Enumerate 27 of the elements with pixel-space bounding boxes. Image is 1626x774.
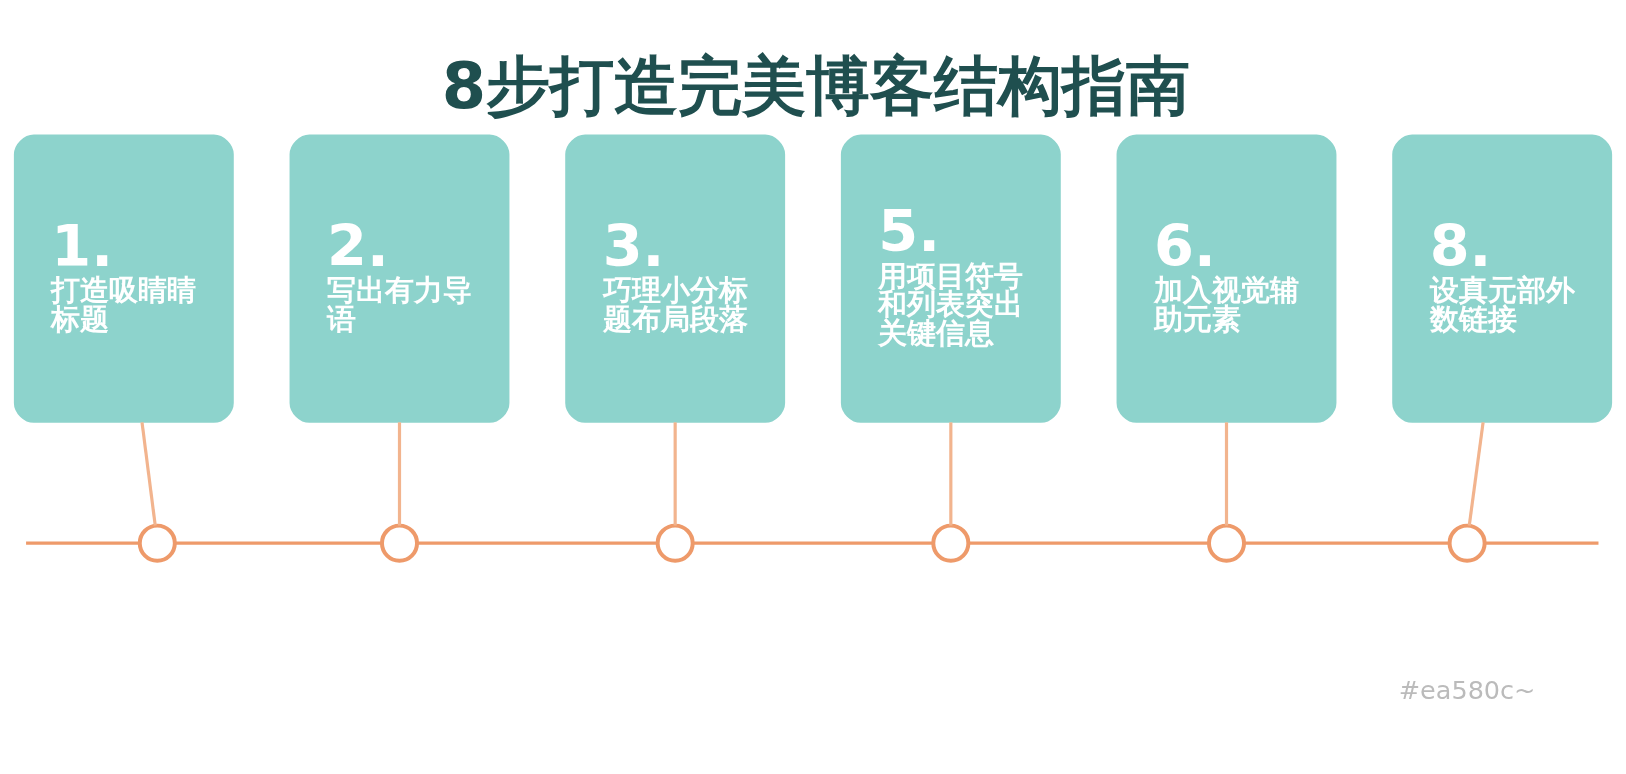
connector: [140, 422, 157, 526]
connector: [692, 541, 934, 545]
connector: [673, 422, 677, 526]
node-circle: [931, 523, 971, 563]
node-circle: [1207, 523, 1246, 563]
diagram-title: 8步打造完美博客结构指南: [441, 49, 1191, 124]
connector: [26, 541, 140, 545]
node-circle: [1447, 523, 1487, 563]
connector: [397, 422, 402, 526]
node-box: 6. 加入视觉辅助元素: [1116, 134, 1337, 423]
node-circle: [137, 523, 177, 563]
node-box: 3. 巧理小分标题布局段落: [565, 134, 786, 423]
node-circle: [380, 523, 419, 563]
connector: [968, 541, 1209, 545]
node-box: 2. 写出有力导语: [289, 134, 510, 423]
node-box: 8. 设真元部外数链接: [1392, 134, 1613, 423]
node-box: 1. 打造吸睛睛标题: [13, 134, 234, 423]
label: #ea580c~: [1398, 675, 1536, 705]
connector: [1244, 541, 1450, 545]
connector: [417, 541, 658, 545]
connector: [175, 541, 382, 545]
connector: [1467, 422, 1485, 526]
node-circle: [655, 523, 695, 563]
node-box: 5. 用项目符号和列表突出关键信息: [840, 134, 1061, 423]
connector: [1484, 541, 1599, 545]
connector: [1224, 422, 1229, 526]
connector: [949, 422, 953, 526]
